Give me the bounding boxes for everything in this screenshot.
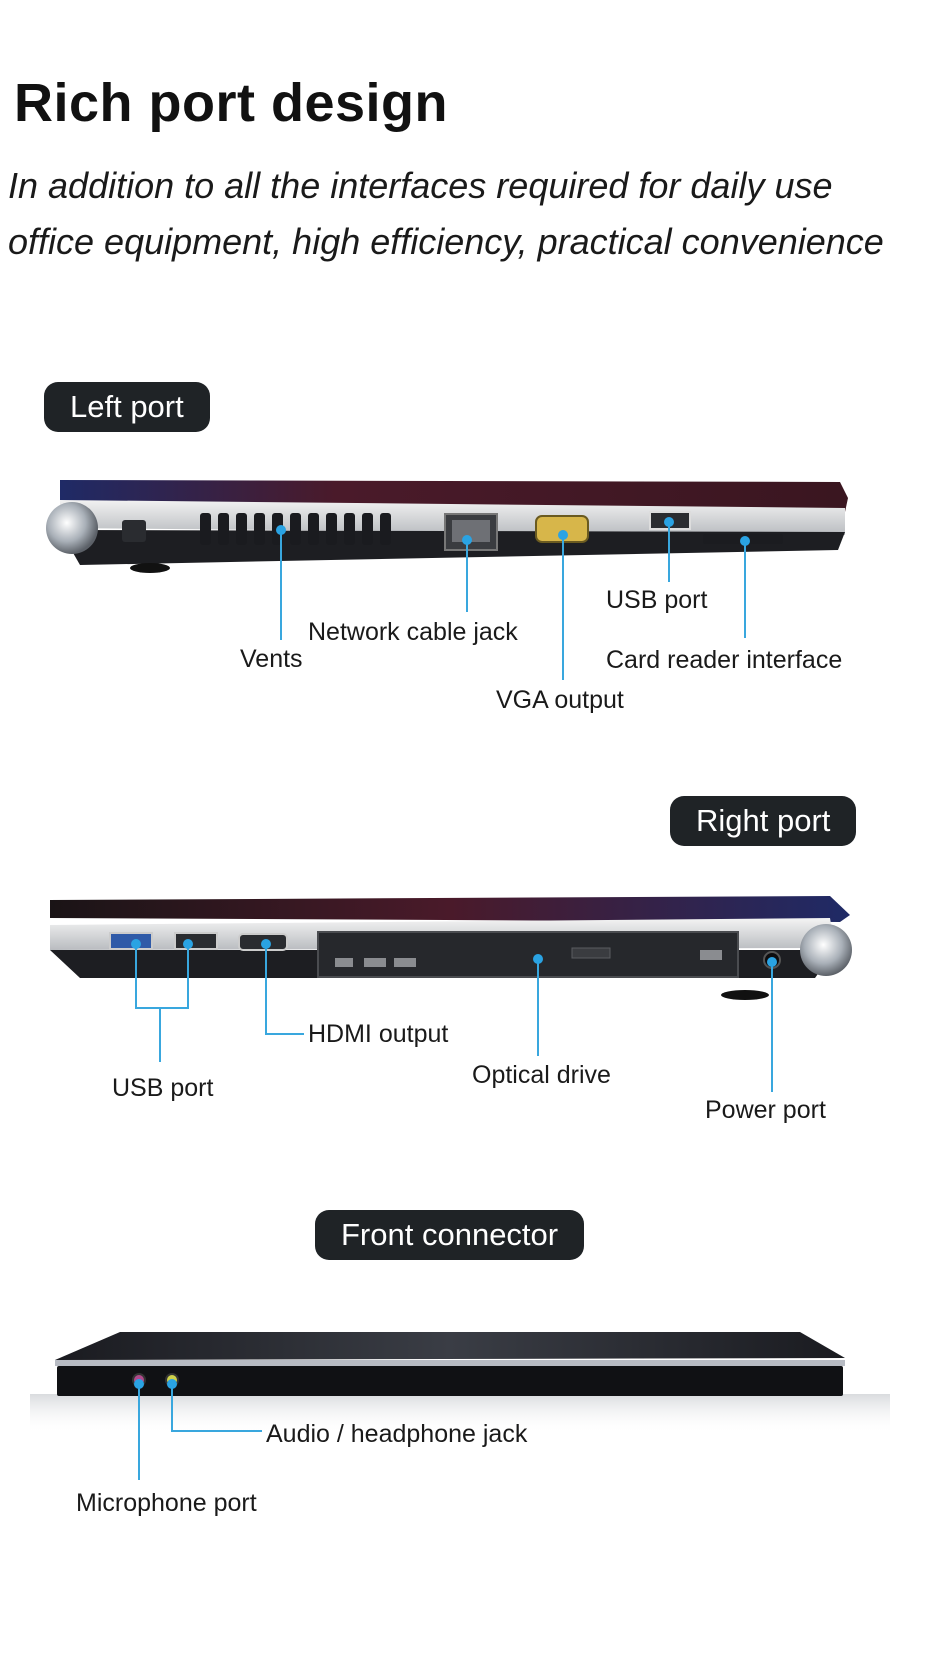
optical-label: Optical drive [472, 1061, 611, 1089]
front-laptop-image [30, 1332, 890, 1480]
front-body [30, 1332, 890, 1434]
page-subtitle: In addition to all the interfaces requir… [8, 165, 884, 262]
right-callout-lines [131, 939, 777, 1092]
vents-label: Vents [240, 645, 303, 673]
network-port-icon [444, 513, 498, 551]
left-callout-lines [276, 517, 750, 680]
hdmi-label: HDMI output [308, 1020, 449, 1048]
vga-label: VGA output [496, 686, 624, 714]
lock-slot-icon [122, 520, 146, 542]
audio-label: Audio / headphone jack [266, 1420, 528, 1448]
card-reader-label: Card reader interface [606, 646, 843, 674]
right-port-badge: Right port [670, 796, 857, 846]
left-usb-label: USB port [606, 586, 708, 614]
front-callout-lines [134, 1379, 262, 1480]
left-side-laptop-image [46, 480, 848, 680]
hinge-icon [46, 502, 98, 554]
power-label: Power port [705, 1096, 826, 1124]
mic-label: Microphone port [76, 1489, 257, 1517]
front-connector-badge: Front connector [315, 1210, 585, 1260]
page-title: Rich port design [14, 73, 449, 133]
right-side-laptop-image [50, 896, 852, 1092]
hinge-icon [800, 924, 852, 976]
network-label: Network cable jack [308, 618, 518, 646]
right-usb-label: USB port [112, 1074, 214, 1102]
usb3-port-icon [109, 932, 153, 950]
optical-drive-icon [317, 931, 739, 978]
vents-icon [200, 513, 391, 545]
left-port-badge: Left port [44, 382, 210, 432]
